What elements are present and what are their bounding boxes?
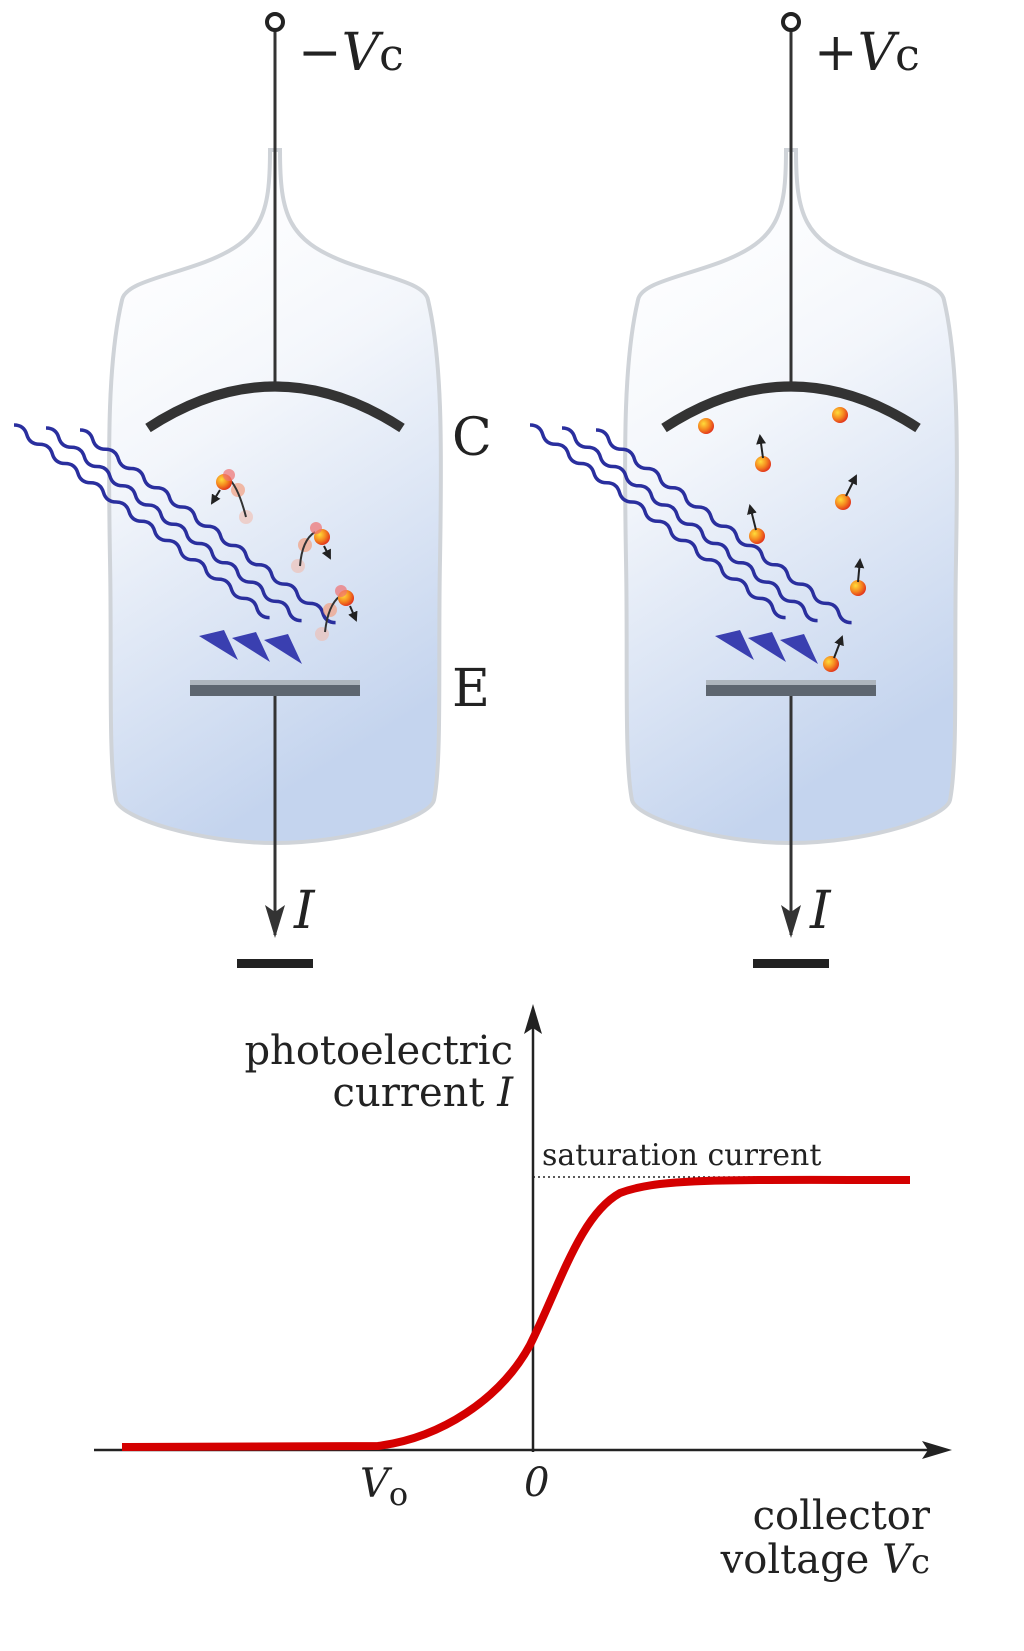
iv-graph: photoelectric current I saturation curre… [94, 1004, 952, 1583]
right-voltage-label: +Vc [814, 23, 920, 83]
y-axis-label-line1: photoelectric [244, 1028, 513, 1074]
left-current-label: I [293, 881, 316, 941]
left-collector-plate [145, 381, 405, 433]
electron [832, 407, 848, 423]
electron-group [315, 585, 358, 641]
electron-with-velocity [850, 558, 866, 596]
collector-label: C [452, 408, 492, 468]
svg-text:−Vc: −Vc [298, 23, 404, 83]
right-phototube: +Vc I [526, 12, 959, 968]
left-photon-arrowheads [199, 630, 302, 664]
left-voltage-label: −Vc [298, 23, 404, 83]
left-phototube: −Vc C E I [10, 12, 492, 968]
x-axis-label-line1: collector [753, 1493, 931, 1539]
right-ground [753, 959, 829, 968]
iv-curve [121, 1175, 911, 1451]
x-axis-label-line2: voltage Vc [720, 1537, 930, 1583]
right-electrons [698, 407, 866, 672]
right-current-label: I [809, 881, 832, 941]
origin-label: 0 [524, 1460, 549, 1506]
left-electrons [210, 469, 358, 641]
left-current-arrowhead [265, 905, 285, 938]
left-emitter-highlight [190, 680, 360, 685]
electron-with-velocity [835, 474, 857, 510]
y-axis-label-line2: current I [333, 1070, 515, 1116]
right-current-arrowhead [781, 905, 801, 938]
right-terminal [781, 12, 801, 32]
electron-with-velocity [747, 504, 765, 544]
electron-with-velocity [755, 434, 771, 472]
electron [698, 418, 714, 434]
electron-group [210, 469, 253, 524]
x-axis-arrowhead [922, 1441, 952, 1459]
right-collector-plate [661, 381, 921, 433]
v0-label: Vo [360, 1461, 408, 1513]
saturation-label: saturation current [542, 1138, 821, 1173]
emitter-label: E [452, 659, 490, 719]
left-terminal [265, 12, 285, 32]
electron-group [291, 522, 331, 573]
y-axis-arrowhead [524, 1004, 542, 1034]
electron-with-velocity [823, 635, 844, 672]
svg-text:+Vc: +Vc [814, 23, 920, 83]
left-ground [237, 959, 313, 968]
right-emitter-highlight [706, 680, 876, 685]
right-photon-arrowheads [715, 630, 818, 664]
